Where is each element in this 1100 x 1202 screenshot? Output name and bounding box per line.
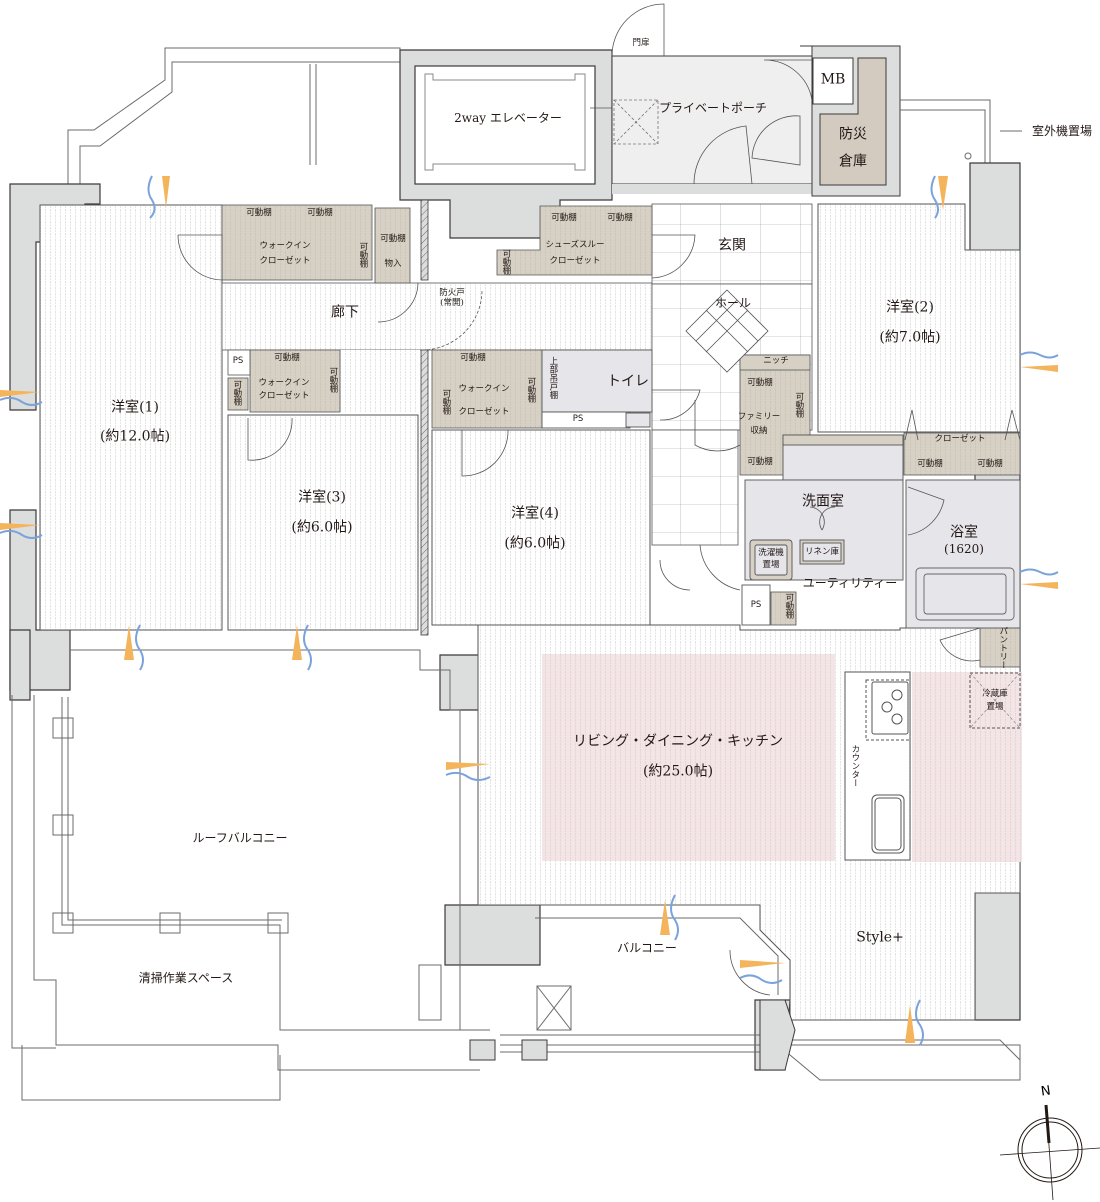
- hall-diamond: [685, 289, 769, 373]
- linen-label: リネン庫: [804, 547, 840, 558]
- compass-icon: [999, 1104, 1100, 1201]
- counter-label: カウンター: [849, 744, 860, 788]
- fridge-label-2: 置場: [986, 702, 1004, 713]
- shelf-label: 可動棚: [793, 392, 804, 418]
- private-porch: [611, 3, 822, 194]
- storage-room-label: 物入: [384, 259, 402, 270]
- disaster-storage-label-1: 防災: [839, 126, 867, 143]
- shoes-closet-label-2: クローゼット: [549, 256, 601, 267]
- shelf-label: 可動棚: [747, 457, 773, 468]
- fire-wall: [420, 349, 429, 636]
- shelf-label: 可動棚: [246, 208, 272, 219]
- outdoor-unit-area: [900, 99, 1022, 165]
- toilet-label: トイレ: [607, 373, 649, 390]
- interior-floors: [39, 203, 1022, 1021]
- wic2-label-2: クローゼット: [258, 391, 310, 402]
- fire-door-label-1: 防火戸: [439, 288, 465, 299]
- shelf-label: 可動棚: [440, 389, 451, 415]
- niche-label: ニッチ: [763, 356, 789, 367]
- shelf-label: 可動棚: [357, 242, 368, 268]
- doors: [177, 234, 1021, 996]
- mb-label: MB: [820, 71, 846, 88]
- shelf-label: 可動棚: [525, 377, 536, 403]
- entrance-label: 玄関: [718, 237, 746, 254]
- shelf-label: 可動棚: [783, 593, 794, 619]
- private-porch-label: プライベートポーチ: [658, 100, 768, 115]
- bathroom-size: (1620): [944, 541, 984, 556]
- corridor-label: 廊下: [331, 304, 359, 321]
- bedroom2-name: 洋室(2): [886, 299, 934, 316]
- window-markers: [0, 175, 1059, 1046]
- bedroom4-size: (約6.0帖): [504, 535, 566, 552]
- compass-north-label: N: [1040, 1083, 1052, 1100]
- shelf-label: 可動棚: [380, 234, 406, 245]
- shelf-label: 可動棚: [977, 459, 1003, 470]
- family-storage-label-2: 収納: [750, 426, 768, 437]
- roof-balcony-label: ルーフバルコニー: [192, 830, 288, 845]
- ps-label: PS: [750, 600, 762, 611]
- bathroom-name: 浴室: [950, 524, 978, 541]
- wic3-label-2: クローゼット: [458, 407, 510, 418]
- shelf-label: 可動棚: [917, 459, 943, 470]
- bedroom3-name: 洋室(3): [298, 489, 346, 506]
- style-plus-label: Style+: [856, 929, 904, 946]
- shoes-closet-label-1: シューズスルー: [545, 240, 605, 251]
- pantry-label: パントリー: [997, 626, 1008, 670]
- shelf-label: 可動棚: [747, 378, 773, 389]
- bedroom1-size: (約12.0帖): [99, 428, 171, 445]
- ps-label: PS: [232, 356, 244, 367]
- disaster-storage-label-2: 倉庫: [839, 153, 867, 170]
- fire-door-label-2: (常開): [440, 298, 464, 309]
- upper-cabinet-label: 上部吊戸棚: [547, 356, 558, 400]
- bedroom4-name: 洋室(4): [511, 505, 559, 522]
- upper-terrace: [67, 47, 401, 193]
- wic1-label-2: クローゼット: [259, 256, 311, 267]
- elevator-shaft: [399, 49, 618, 239]
- utility-label: ユーティリティー: [802, 575, 898, 590]
- wic2-label-1: ウォークイン: [258, 378, 310, 389]
- shelf-label: 可動棚: [607, 213, 633, 224]
- mb-storage: [800, 45, 901, 197]
- wet-areas: [541, 349, 1021, 629]
- outdoor-unit-label: 室外機置場: [1031, 123, 1093, 138]
- fire-wall: [420, 199, 429, 281]
- bedroom3-size: (約6.0帖): [291, 519, 353, 536]
- bedroom1-name: 洋室(1): [111, 399, 159, 416]
- shelf-label: 可動棚: [551, 213, 577, 224]
- balcony-posts: [469, 999, 796, 1071]
- shelf-label: 可動棚: [274, 353, 300, 364]
- shelf-label: 可動棚: [500, 249, 511, 275]
- balcony-label: バルコニー: [617, 940, 677, 955]
- roof-balcony: [11, 649, 490, 1101]
- shelf-label: 可動棚: [460, 353, 486, 364]
- washer-label-1: 洗濯機: [758, 548, 784, 559]
- wic3-label-1: ウォークイン: [458, 384, 510, 395]
- closets: [221, 204, 1021, 668]
- shelf-label: 可動棚: [327, 367, 338, 393]
- ldk-name: リビング・ダイニング・キッチン: [573, 733, 783, 750]
- bedroom2-size: (約7.0帖): [879, 329, 941, 346]
- kitchen-counter: [844, 671, 1021, 861]
- hall-label: ホール: [714, 295, 752, 310]
- fridge-label-1: 冷蔵庫: [982, 689, 1008, 700]
- gate-door-label: 門扉: [632, 38, 650, 49]
- ps-label: PS: [572, 414, 584, 425]
- elevator-label: 2way エレベーター: [454, 110, 562, 125]
- washer-label-2: 置場: [762, 560, 780, 571]
- ldk-size: (約25.0帖): [642, 763, 714, 780]
- washroom-label: 洗面室: [802, 493, 844, 510]
- shelf-label: 可動棚: [307, 208, 333, 219]
- closet-label: クローゼット: [934, 434, 986, 445]
- cleaning-space-label: 清掃作業スペース: [138, 970, 234, 985]
- family-storage-label-1: ファミリー: [737, 412, 781, 423]
- wic1-label-1: ウォークイン: [259, 241, 311, 252]
- shelf-label: 可動棚: [231, 380, 242, 406]
